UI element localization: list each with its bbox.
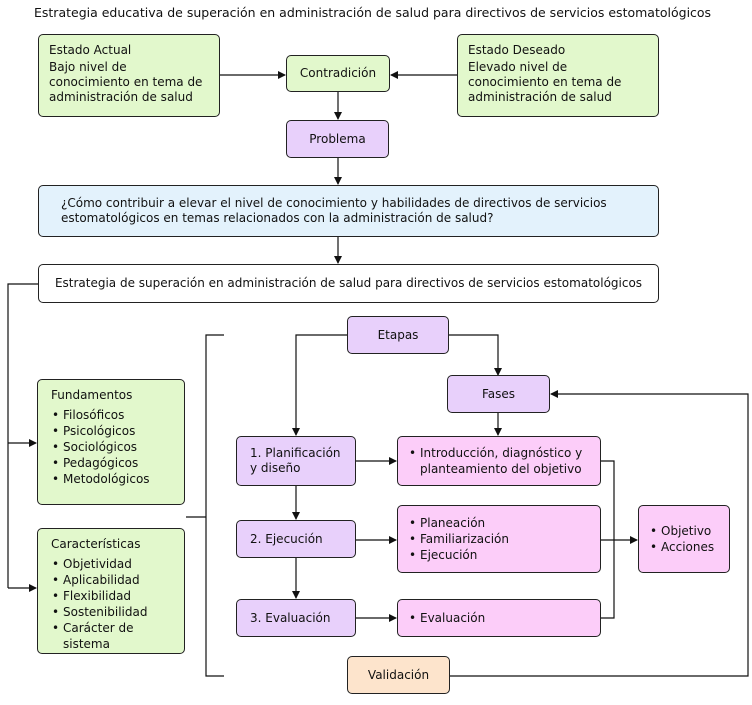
fundamentos-item: Sociológicos — [51, 439, 174, 455]
caracteristicas-item: Objetividad — [51, 556, 174, 572]
estado-actual-heading: Estado Actual — [49, 43, 132, 57]
phase-evaluacion: Evaluación — [397, 599, 601, 637]
phase-item: Introducción, diagnóstico y planteamient… — [408, 445, 600, 477]
stage-ejecucion: 2. Ejecución — [236, 520, 356, 558]
etapas-box: Etapas — [347, 316, 449, 354]
caracteristicas-item: Carácter de sistema — [51, 620, 174, 652]
pregunta-text: ¿Cómo contribuir a elevar el nivel de co… — [61, 196, 607, 225]
estrategia-text: Estrategia de superación en administraci… — [54, 276, 643, 290]
contradiccion-label: Contradición — [299, 66, 377, 80]
phase-item: Planeación — [408, 515, 509, 531]
etapas-label: Etapas — [377, 327, 419, 342]
fundamentos-heading: Fundamentos — [51, 388, 133, 402]
caracteristicas-heading: Características — [51, 537, 141, 551]
estado-actual-text: Bajo nivel de conocimiento en tema de ad… — [49, 60, 203, 104]
caracteristicas-item: Aplicabilidad — [51, 572, 174, 588]
estado-deseado-box: Estado Deseado Elevado nivel de conocimi… — [457, 34, 659, 117]
fundamentos-item: Metodológicos — [51, 471, 174, 487]
outcome-box: Objetivo Acciones — [638, 505, 730, 573]
phase-introduccion: Introducción, diagnóstico y planteamient… — [397, 436, 601, 486]
phase-item: Ejecución — [408, 547, 509, 563]
validacion-label: Validación — [367, 667, 430, 682]
fundamentos-box: Fundamentos Filosóficos Psicológicos Soc… — [37, 379, 185, 505]
outcome-item: Objetivo — [649, 523, 714, 539]
fases-label: Fases — [481, 386, 516, 401]
fundamentos-item: Psicológicos — [51, 423, 174, 439]
stage-planificacion: 1. Planificación y diseño — [236, 436, 356, 486]
stage-evaluacion: 3. Evaluación — [236, 599, 356, 637]
caracteristicas-item: Flexibilidad — [51, 588, 174, 604]
stage-label: 3. Evaluación — [250, 610, 331, 625]
problema-label: Problema — [309, 131, 366, 146]
problema-box: Problema — [286, 120, 389, 158]
estado-deseado-text: Elevado nivel de conocimiento en tema de… — [468, 60, 622, 104]
stage-label: 1. Planificación y diseño — [250, 446, 341, 475]
phase-item: Evaluación — [408, 610, 485, 626]
phase-item: Familiarización — [408, 531, 509, 547]
estrategia-box: Estrategia de superación en administraci… — [38, 264, 659, 303]
pregunta-box: ¿Cómo contribuir a elevar el nivel de co… — [38, 185, 659, 237]
contradiccion-box: Contradición — [286, 55, 390, 92]
fases-box: Fases — [447, 375, 550, 413]
fundamentos-item: Filosóficos — [51, 407, 174, 423]
caracteristicas-item: Sostenibilidad — [51, 604, 174, 620]
fundamentos-item: Pedagógicos — [51, 455, 174, 471]
validacion-box: Validación — [347, 656, 450, 694]
diagram-title: Estrategia educativa de superación en ad… — [34, 5, 712, 20]
estado-deseado-heading: Estado Deseado — [468, 43, 566, 57]
stage-label: 2. Ejecución — [250, 531, 323, 546]
outcome-item: Acciones — [649, 539, 714, 555]
phase-ejecucion: Planeación Familiarización Ejecución — [397, 505, 601, 573]
estado-actual-box: Estado Actual Bajo nivel de conocimiento… — [38, 34, 220, 117]
caracteristicas-box: Características Objetividad Aplicabilida… — [37, 528, 185, 654]
